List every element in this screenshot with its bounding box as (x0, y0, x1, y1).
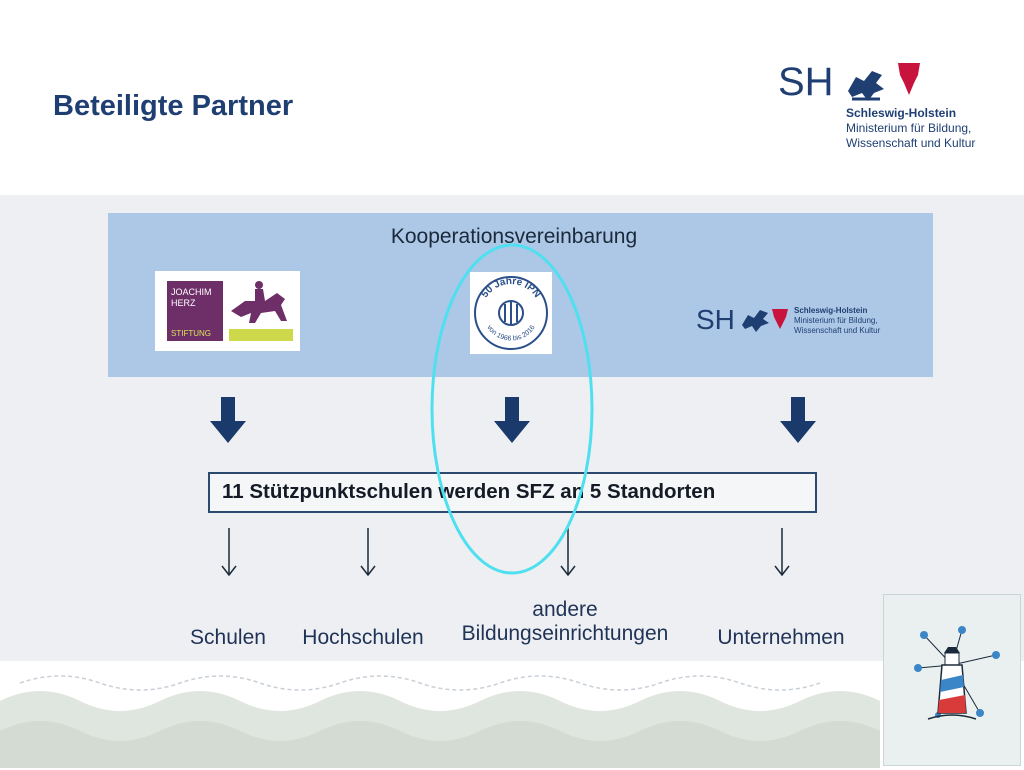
down-arrow-icon (210, 397, 246, 443)
result-box: 11 Stützpunktschulen werden SFZ an 5 Sta… (208, 472, 817, 513)
target-schulen: Schulen (190, 626, 266, 649)
result-text: 11 Stützpunktschulen werden SFZ an 5 Sta… (222, 480, 716, 503)
target-andere-bildungseinrichtungen: andere Bildungseinrichtungen (450, 598, 680, 646)
target-hochschulen: Hochschulen (302, 626, 424, 649)
target-andere-line2: Bildungseinrichtungen (461, 622, 669, 645)
ipn-50-years-logo: 50 Jahre IPN von 1966 bis 2016 (470, 272, 552, 354)
cooperation-box: Kooperationsvereinbarung JOACHIM HERZ ST… (108, 213, 933, 377)
ministry-line1: Ministerium für Bildung, (846, 121, 971, 135)
jh-line3: STIFTUNG (171, 329, 211, 338)
joachim-herz-logo: JOACHIM HERZ STIFTUNG (155, 271, 300, 351)
sh-small-line1: Ministerium für Bildung, (794, 316, 878, 325)
ministry-line2: Wissenschaft und Kultur (846, 136, 975, 150)
nettle-leaf-icon (772, 309, 788, 329)
lighthouse-icon (927, 647, 977, 720)
thin-down-arrow-icon (774, 528, 790, 576)
highlight-oval (430, 243, 594, 575)
jh-line1: JOACHIM (171, 287, 212, 297)
ipn-emblem-icon (498, 300, 524, 326)
sh-ministry-logo-small: SH Schleswig-Holstein Ministerium für Bi… (696, 304, 881, 335)
lion-icon (742, 310, 769, 332)
horse-rider-icon (231, 281, 287, 323)
down-arrow-icon (780, 397, 816, 443)
nettle-leaf-icon (898, 63, 920, 95)
sh-small-org: Schleswig-Holstein (794, 306, 867, 315)
org-name: Schleswig-Holstein (846, 106, 956, 120)
sh-small-line2: Wissenschaft und Kultur (794, 326, 881, 335)
down-arrow-icon (494, 397, 530, 443)
thin-down-arrow-icon (360, 528, 376, 576)
sh-mark: SH (778, 60, 834, 104)
thin-down-arrow-icon (221, 528, 237, 576)
jh-line2: HERZ (171, 298, 196, 308)
sh-small-mark: SH (696, 304, 735, 335)
target-andere-line1: andere (532, 598, 598, 621)
lighthouse-network-logo (883, 594, 1021, 766)
wave-decoration (0, 661, 1024, 768)
sh-ministry-logo: SH Schleswig-Holstein Ministerium für Bi… (778, 60, 975, 150)
cooperation-label: Kooperationsvereinbarung (390, 225, 638, 248)
lion-icon (848, 71, 884, 101)
network-node-icon (914, 626, 1000, 718)
target-unternehmen: Unternehmen (717, 626, 845, 649)
page-title: Beteiligte Partner (53, 90, 294, 122)
thin-down-arrow-icon (560, 528, 576, 576)
